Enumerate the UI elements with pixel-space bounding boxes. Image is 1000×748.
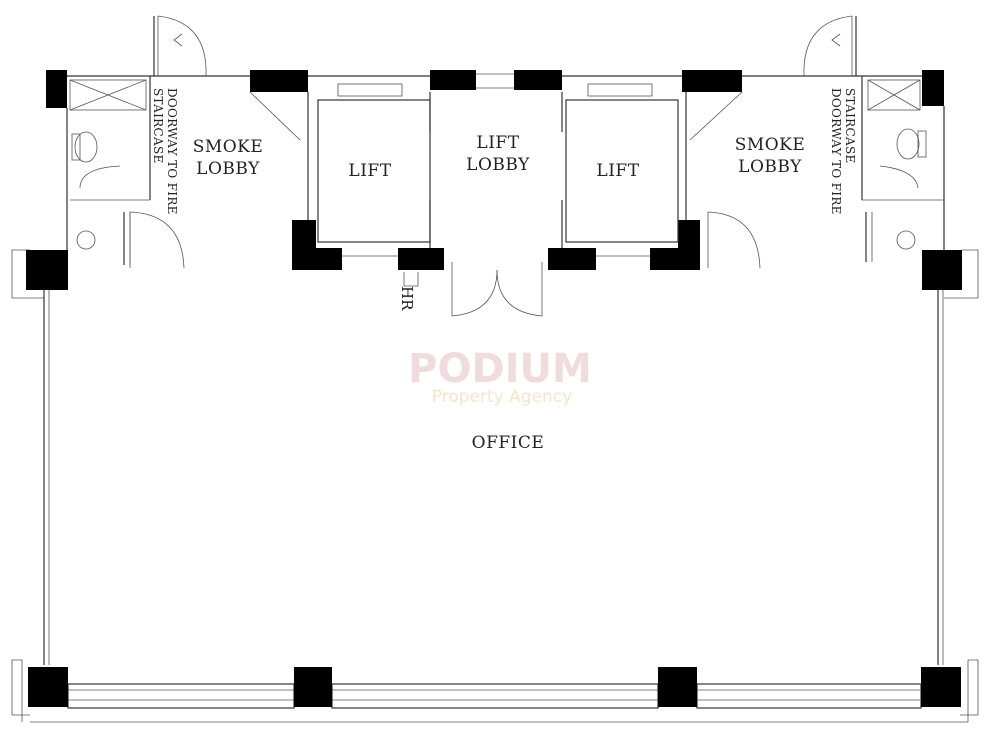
doorway-right-label: DOORWAY TO FIRE [829,88,843,215]
arrow-icon [831,33,841,47]
column [292,220,342,270]
column [398,248,444,270]
column [514,70,562,90]
column [430,70,476,90]
lift-right-label: LIFT [596,161,639,181]
watermark-brand: PODIUM [408,346,592,392]
smoke-lobby-right-label-line2: LOBBY [738,157,802,177]
column [28,667,68,707]
doorway-left-label-line2: STAIRCASE [151,88,165,164]
column [46,70,67,108]
column [650,220,700,270]
doors [129,15,857,317]
labels: SMOKE LOBBY LIFT LIFT LOBBY LIFT SMOKE L… [151,88,857,453]
column [250,70,308,92]
office-label: OFFICE [472,433,545,453]
doorway-left-label: DOORWAY TO FIRE [165,88,179,215]
smoke-lobby-left-label-line2: LOBBY [196,159,260,179]
smoke-lobby-left-label: SMOKE [193,137,264,157]
smoke-lobby-right-label: SMOKE [735,135,806,155]
structural-columns [26,70,962,707]
hose-reel-label: HR [398,286,416,311]
column [294,667,332,707]
lift-lobby-label-line2: LOBBY [466,155,530,175]
column [922,250,962,290]
lift-left-label: LIFT [348,161,391,181]
column [658,667,697,707]
watermark-subtitle: Property Agency [432,387,572,407]
column [921,667,961,707]
outer-walls [11,249,979,723]
column [922,70,944,106]
doorway-right-label-line2: STAIRCASE [843,88,857,164]
column [26,250,68,290]
watermark: PODIUM Property Agency [408,346,592,407]
arrow-icon [173,33,183,47]
column [548,248,596,270]
core-walls [66,73,945,265]
lift-lobby-label: LIFT [476,133,519,153]
column [682,70,742,92]
